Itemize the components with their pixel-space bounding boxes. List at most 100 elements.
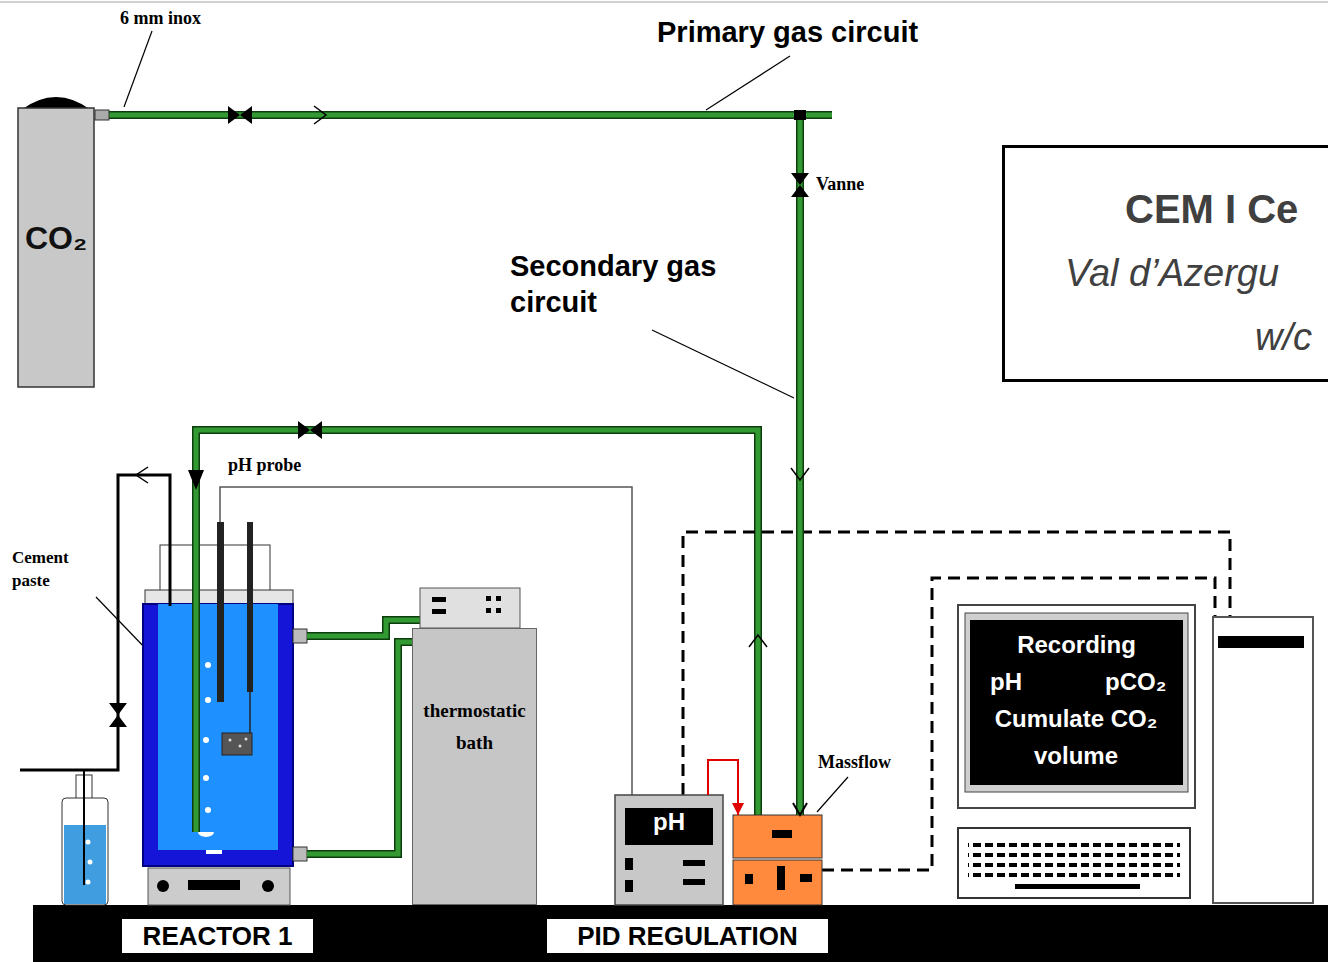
pipe-outline bbox=[307, 642, 414, 854]
bubble bbox=[86, 880, 91, 885]
ph-display: pH bbox=[625, 808, 713, 845]
data-cable bbox=[822, 578, 1215, 870]
basket-dot bbox=[245, 738, 248, 741]
controller-mark bbox=[432, 609, 446, 614]
valve-label: Vanne bbox=[816, 174, 864, 195]
cement-type: CEM I Ce bbox=[1125, 186, 1298, 232]
massflow-mark bbox=[777, 866, 785, 890]
keyboard-spacebar bbox=[1015, 884, 1140, 889]
flow-chevron bbox=[314, 106, 326, 124]
leader-line bbox=[817, 777, 848, 812]
data-cable bbox=[683, 532, 1230, 795]
screen-heading: Recording bbox=[970, 626, 1183, 663]
device-label: Massflow bbox=[818, 752, 891, 773]
basket-hanger bbox=[249, 690, 251, 733]
jacket-fitting bbox=[293, 847, 307, 861]
gas-cylinder: CO₂ bbox=[17, 92, 95, 388]
bubble bbox=[205, 697, 211, 703]
meter-button bbox=[625, 858, 633, 870]
meter-button bbox=[683, 860, 705, 866]
label-anchor: 6 mm inox bbox=[120, 8, 201, 29]
valve-symbol bbox=[109, 703, 127, 727]
label-anchor: Primary gas circuit bbox=[657, 16, 918, 49]
drive-slot bbox=[1218, 636, 1304, 648]
monitor-bezel bbox=[958, 605, 1195, 808]
monitor-frame bbox=[965, 613, 1188, 792]
bubble bbox=[205, 807, 211, 813]
stirrer-knob bbox=[157, 880, 169, 892]
stirrer-base bbox=[148, 868, 290, 905]
circuit-label: Primary gas circuit bbox=[657, 16, 918, 49]
bath-tube bbox=[307, 642, 414, 854]
cylinder-label: CO₂ bbox=[17, 220, 95, 257]
cylinder-fitting bbox=[95, 110, 109, 120]
data-cables bbox=[683, 532, 1230, 870]
thermostatic-bath: thermostatic bath bbox=[412, 628, 537, 905]
pipe-outline bbox=[95, 115, 800, 815]
monitor-screen: RecordingpH pCO₂Cumulate CO₂ volume bbox=[970, 620, 1183, 785]
gas-pipe bbox=[95, 115, 800, 815]
section-label: PID REGULATION bbox=[547, 919, 828, 953]
computer-tower bbox=[1213, 617, 1313, 903]
cylinder-body bbox=[18, 108, 94, 387]
label-anchor: Secondary gas circuit bbox=[510, 248, 742, 320]
basket-dot bbox=[239, 745, 242, 748]
screen-item: pCO₂ bbox=[1105, 663, 1166, 700]
stirrer-knob bbox=[262, 880, 274, 892]
controller-mark bbox=[496, 596, 501, 601]
sample-info-box: CEM I CeVal d’Azerguw/c bbox=[1002, 145, 1328, 382]
section-label: REACTOR 1 bbox=[122, 919, 313, 953]
massflow-unit bbox=[733, 860, 822, 905]
reactor-lid-frame bbox=[160, 545, 270, 591]
controller-mark bbox=[496, 608, 501, 613]
label-anchor: pH probe bbox=[228, 455, 301, 476]
ph-meter bbox=[615, 795, 723, 905]
meter-button bbox=[625, 880, 633, 892]
section-label-box: PID REGULATION bbox=[545, 917, 830, 955]
keyboard-keys bbox=[968, 838, 1180, 878]
ph-meter: pH bbox=[615, 795, 723, 905]
frame-line bbox=[0, 1, 1328, 3]
ph-meter-casing bbox=[615, 795, 723, 905]
exhaust-line bbox=[20, 475, 170, 770]
computer bbox=[958, 605, 1313, 903]
label-anchor: Vanne bbox=[816, 174, 864, 195]
massflow-controller bbox=[733, 815, 822, 905]
gas-diffuser bbox=[198, 832, 214, 837]
screen-item: Cumulate CO₂ volume bbox=[976, 700, 1176, 774]
flow-chevron bbox=[136, 467, 148, 483]
stirrer-display bbox=[188, 880, 240, 890]
connector-group bbox=[708, 760, 738, 815]
bubble bbox=[203, 775, 209, 781]
probe-label: pH probe bbox=[228, 455, 301, 476]
connectors bbox=[95, 115, 800, 815]
stirrer-bar bbox=[206, 850, 222, 854]
leader-line bbox=[124, 31, 152, 107]
basket-dot bbox=[229, 739, 232, 742]
gas-inlet bbox=[188, 470, 204, 490]
valve-symbol bbox=[791, 173, 809, 197]
massflow-mark bbox=[800, 874, 812, 882]
sample-label: Cement paste bbox=[12, 546, 94, 592]
pipe-spec: 6 mm inox bbox=[120, 8, 201, 29]
meter-button bbox=[683, 879, 705, 885]
keyboard bbox=[958, 828, 1190, 898]
probe-rod bbox=[247, 522, 253, 692]
valve-symbol bbox=[228, 106, 252, 124]
massflow-mark bbox=[772, 830, 792, 838]
bubbler-tube bbox=[83, 770, 85, 885]
label-anchor: Cement paste bbox=[12, 546, 94, 592]
bubble bbox=[88, 860, 93, 865]
bubble bbox=[86, 840, 91, 845]
connector-group bbox=[95, 115, 800, 815]
ph-probe-rod bbox=[217, 522, 224, 702]
screen-item: pH bbox=[990, 663, 1080, 700]
jacket-fitting bbox=[293, 629, 307, 643]
section-label-box: REACTOR 1 bbox=[120, 917, 315, 955]
flow-chevron bbox=[791, 468, 809, 480]
circuit-label: Secondary gas circuit bbox=[510, 248, 742, 320]
signal-wire bbox=[708, 760, 738, 815]
controller-mark bbox=[486, 608, 491, 613]
tee-fitting bbox=[794, 110, 806, 120]
